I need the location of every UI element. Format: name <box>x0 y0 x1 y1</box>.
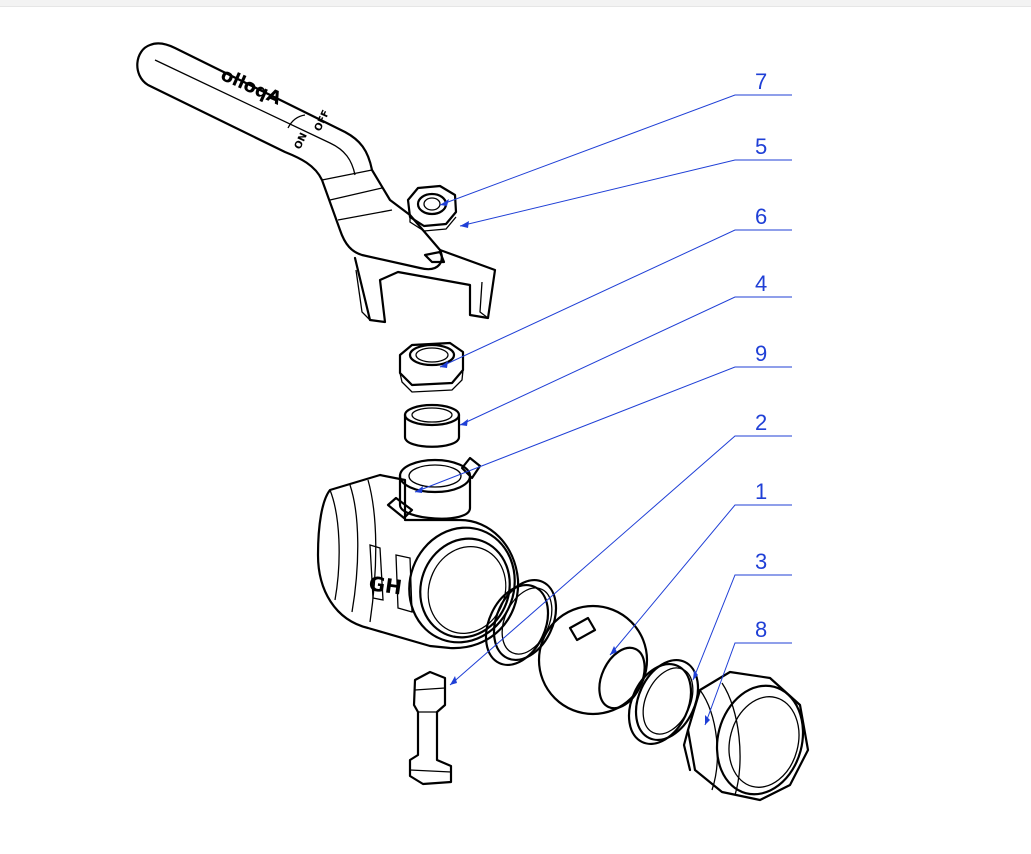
callout-9: 9 <box>414 341 792 493</box>
handle-arrow-mark <box>287 114 306 129</box>
callout-6: 6 <box>439 204 792 368</box>
callout-label-5: 5 <box>755 134 767 159</box>
lever-handle: Apollo ON OFF <box>136 42 497 324</box>
callout-label-1: 1 <box>755 479 767 504</box>
top-border <box>0 0 1031 7</box>
callout-label-9: 9 <box>755 341 767 366</box>
end-connector <box>682 670 810 802</box>
valve-ball <box>537 604 649 716</box>
gland-nut <box>398 341 465 393</box>
callout-label-4: 4 <box>755 271 767 296</box>
callout-8: 8 <box>704 617 792 726</box>
callout-4: 4 <box>459 271 792 426</box>
callout-label-6: 6 <box>755 204 767 229</box>
handle-mark-on: ON <box>293 131 310 151</box>
handle-brand-stamp: Apollo <box>218 64 285 109</box>
callout-label-7: 7 <box>755 69 767 94</box>
callout-1: 1 <box>609 479 792 656</box>
valve-body: GH <box>316 456 520 650</box>
callout-label-8: 8 <box>755 617 767 642</box>
handle-mark-off: OFF <box>313 109 332 134</box>
handle-nut <box>406 184 458 232</box>
body-brand-stamp: GH <box>367 571 403 599</box>
stem-seal-ring <box>403 403 461 448</box>
valve-stem <box>408 670 453 786</box>
callout-label-2: 2 <box>755 410 767 435</box>
callout-2: 2 <box>449 410 792 686</box>
callout-7: 7 <box>439 69 792 206</box>
seat-ring-left <box>484 579 558 666</box>
callout-3: 3 <box>692 549 792 681</box>
callout-5: 5 <box>459 134 792 228</box>
callout-label-3: 3 <box>755 549 767 574</box>
